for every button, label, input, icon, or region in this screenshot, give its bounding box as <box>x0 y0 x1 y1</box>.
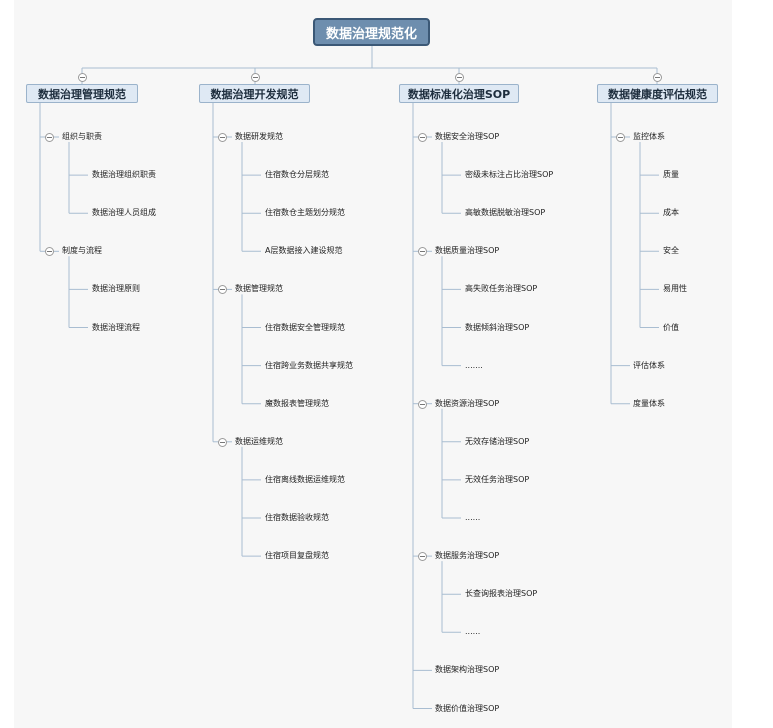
leaf-node[interactable]: 成本 <box>663 208 679 218</box>
child-node[interactable]: 度量体系 <box>633 398 665 408</box>
leaf-node[interactable]: 住宿项目复盘规范 <box>265 551 329 561</box>
leaf-node[interactable]: 数据治理人员组成 <box>92 208 156 218</box>
leaf-node[interactable]: 数据倾斜治理SOP <box>465 322 530 332</box>
collapse-toggle-icon[interactable] <box>218 133 227 142</box>
leaf-node[interactable]: ....... <box>465 360 483 370</box>
child-node[interactable]: 数据服务治理SOP <box>435 551 500 561</box>
leaf-node[interactable]: 住宿数据验收规范 <box>265 513 329 522</box>
collapse-toggle-icon[interactable] <box>218 437 227 447</box>
leaf-node[interactable]: 住宿离线数据运维规范 <box>265 474 345 484</box>
leaf-node[interactable]: 长查询报表治理SOP <box>465 589 538 599</box>
leaf-node[interactable]: 高失败任务治理SOP <box>465 284 538 294</box>
leaf-node[interactable]: 无效任务治理SOP <box>465 474 530 484</box>
leaf-node[interactable]: ...... <box>465 513 481 522</box>
leaf-node[interactable]: 无效存储治理SOP <box>465 436 530 446</box>
root-node[interactable]: 数据治理规范化 <box>313 18 430 46</box>
collapse-toggle-icon[interactable] <box>418 133 427 142</box>
collapse-toggle-icon[interactable] <box>653 73 662 82</box>
collapse-toggle-icon[interactable] <box>418 247 427 257</box>
branch-node[interactable]: 数据健康度评估规范 <box>597 84 718 103</box>
leaf-node[interactable]: 易用性 <box>663 284 687 294</box>
collapse-toggle-icon[interactable] <box>418 552 427 562</box>
leaf-node[interactable]: 住宿跨业务数据共享规范 <box>265 360 353 370</box>
canvas-background <box>14 0 732 728</box>
collapse-toggle-icon[interactable] <box>418 399 427 409</box>
leaf-node[interactable]: 安全 <box>663 246 679 256</box>
branch-node[interactable]: 数据治理管理规范 <box>26 84 138 103</box>
branch-node[interactable]: 数据治理开发规范 <box>199 84 310 103</box>
collapse-toggle-icon[interactable] <box>218 285 227 295</box>
child-node[interactable]: 数据研发规范 <box>235 132 283 141</box>
child-node[interactable]: 数据质量治理SOP <box>435 246 500 256</box>
collapse-toggle-icon[interactable] <box>455 73 464 82</box>
child-node[interactable]: 数据资源治理SOP <box>435 398 500 408</box>
leaf-node[interactable]: 数据治理流程 <box>92 322 140 332</box>
collapse-toggle-icon[interactable] <box>616 133 625 142</box>
leaf-node[interactable]: ...... <box>465 627 481 637</box>
child-node[interactable]: 数据运维规范 <box>235 436 283 446</box>
child-node[interactable]: 评估体系 <box>633 360 665 370</box>
leaf-node[interactable]: 住宿数据安全管理规范 <box>265 322 345 332</box>
leaf-node[interactable]: 魔数报表管理规范 <box>265 398 329 408</box>
child-node[interactable]: 组织与职责 <box>62 132 102 141</box>
leaf-node[interactable]: 数据治理组织职责 <box>92 170 156 180</box>
collapse-toggle-icon[interactable] <box>45 247 54 257</box>
child-node[interactable]: 数据价值治理SOP <box>435 703 500 713</box>
child-node[interactable]: 监控体系 <box>633 132 665 141</box>
leaf-node[interactable]: A层数据接入建设规范 <box>265 246 343 256</box>
leaf-node[interactable]: 住宿数仓分层规范 <box>265 170 329 180</box>
child-node[interactable]: 数据安全治理SOP <box>435 132 500 141</box>
child-node[interactable]: 数据架构治理SOP <box>435 665 500 675</box>
collapse-toggle-icon[interactable] <box>251 73 260 82</box>
leaf-node[interactable]: 质量 <box>663 170 679 180</box>
leaf-node[interactable]: 密级未标注占比治理SOP <box>465 170 554 180</box>
collapse-toggle-icon[interactable] <box>45 133 54 142</box>
branch-node[interactable]: 数据标准化治理SOP <box>399 84 519 103</box>
leaf-node[interactable]: 住宿数仓主题划分规范 <box>265 208 345 218</box>
collapse-toggle-icon[interactable] <box>78 73 87 82</box>
child-node[interactable]: 数据管理规范 <box>235 284 283 294</box>
leaf-node[interactable]: 高敏数据脱敏治理SOP <box>465 208 546 218</box>
child-node[interactable]: 制度与流程 <box>62 246 102 256</box>
leaf-node[interactable]: 数据治理原则 <box>92 284 140 294</box>
leaf-node[interactable]: 价值 <box>663 322 679 332</box>
